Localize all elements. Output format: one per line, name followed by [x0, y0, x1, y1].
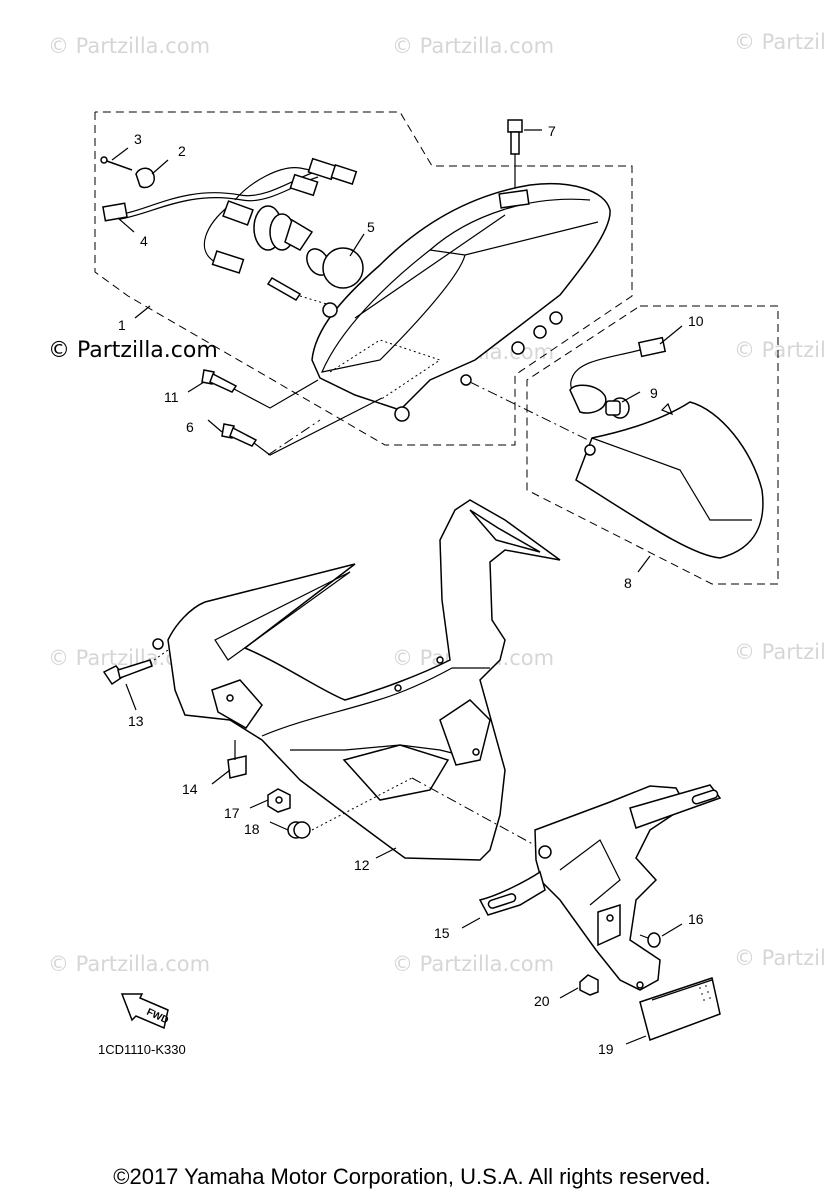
- reflector: [639, 977, 721, 1041]
- screw: [266, 277, 331, 306]
- callout-16: 16: [688, 911, 704, 927]
- callout-19: 19: [598, 1041, 614, 1057]
- callout-1: 1: [118, 317, 126, 333]
- forward-arrow-icon: FWD: [120, 993, 170, 1030]
- taillight-housing: [311, 183, 611, 422]
- callout-5: 5: [367, 219, 375, 235]
- clip-nut: [227, 740, 247, 779]
- watermark: © Partzilla.com: [734, 30, 824, 54]
- callout-14: 14: [182, 781, 198, 797]
- callout-numbers: 1 2 3 4 5 6 7 8 9 10 11 12 13 14 15 16 1…: [118, 123, 704, 1057]
- diagram-code: 1CD1110-K330: [98, 1042, 186, 1057]
- nut: [579, 974, 599, 996]
- bolt: [102, 649, 169, 686]
- screw: [221, 397, 383, 456]
- screw: [201, 369, 319, 409]
- watermark: © Partzilla.com: [734, 946, 824, 970]
- watermark: © Partzilla.com: [48, 952, 211, 976]
- tail-cover: [167, 499, 561, 861]
- leader-lines: [111, 129, 683, 1045]
- callout-3: 3: [134, 131, 142, 147]
- callout-9: 9: [650, 385, 658, 401]
- taillight-group-outline: [94, 111, 633, 446]
- bulb: [605, 397, 630, 419]
- watermark: © Partzilla.com: [48, 34, 211, 58]
- callout-12: 12: [354, 857, 370, 873]
- watermark: © Partzilla.com: [392, 952, 555, 976]
- callout-8: 8: [624, 575, 632, 591]
- copyright-notice: ©2017 Yamaha Motor Corporation, U.S.A. A…: [113, 1164, 711, 1189]
- screw: [639, 932, 661, 948]
- watermark: © Partzilla.com: [734, 640, 824, 664]
- watermark: © Partzilla.com: [392, 34, 555, 58]
- callout-11: 11: [164, 389, 179, 405]
- screw: [507, 119, 523, 196]
- callout-6: 6: [186, 419, 194, 435]
- bulb-socket: [253, 205, 314, 251]
- license-light-group-outline: [526, 305, 779, 585]
- wire-harness: [102, 157, 358, 274]
- clamp: [135, 167, 155, 189]
- license-light-housing: [575, 401, 764, 559]
- callout-2: 2: [178, 143, 186, 159]
- callout-13: 13: [128, 713, 144, 729]
- callout-4: 4: [140, 233, 148, 249]
- callout-10: 10: [688, 313, 704, 329]
- collar: [287, 821, 311, 839]
- callout-18: 18: [244, 821, 260, 837]
- screw: [100, 156, 133, 171]
- callout-7: 7: [548, 123, 556, 139]
- bulb: [306, 247, 364, 289]
- license-light-wire: [569, 336, 667, 414]
- nut: [267, 788, 291, 813]
- callout-15: 15: [434, 925, 450, 941]
- callout-17: 17: [224, 805, 240, 821]
- watermark: © Partzilla.com: [734, 338, 824, 362]
- partzilla-logo-text: © Partzilla.com: [48, 338, 218, 363]
- callout-20: 20: [534, 993, 550, 1009]
- license-plate-bracket: [478, 784, 722, 991]
